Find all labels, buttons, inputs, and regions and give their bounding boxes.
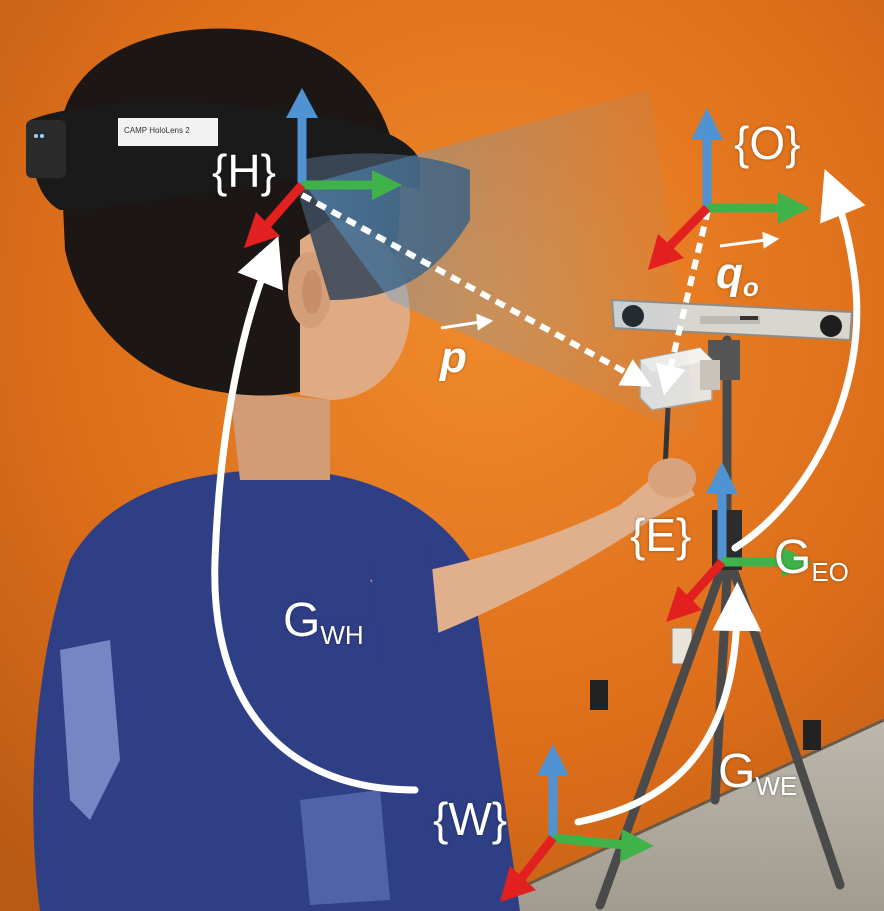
frame-e-label: {E} [630, 509, 692, 561]
vector-q-label: qo [716, 249, 759, 302]
dashed-vectors [300, 192, 711, 396]
vector-p-line [300, 192, 652, 387]
frame-o-axes [648, 108, 810, 270]
frame-h-label: {H} [212, 145, 276, 197]
person-arm [370, 470, 695, 640]
transform-arrows [211, 169, 866, 826]
arrow-g-wh [211, 235, 419, 794]
vector-q-line [656, 209, 711, 396]
g-eo-label: GEO [774, 531, 849, 587]
frame-o-label: {O} [734, 117, 801, 169]
vector-p-label: p [440, 333, 467, 382]
arrow-g-we [574, 582, 762, 826]
g-wh-label: GWH [283, 594, 364, 650]
frame-e-axes [666, 462, 812, 622]
frame-w-axes [500, 744, 654, 902]
vector-accents [440, 231, 780, 331]
field-of-view [305, 90, 700, 440]
frame-w-label: {W} [433, 793, 508, 845]
arrow-g-eo [731, 169, 866, 552]
frame-h-axes [244, 88, 402, 248]
device-tag: CAMP HoloLens 2 [124, 126, 190, 135]
g-we-label: GWE [718, 745, 798, 801]
